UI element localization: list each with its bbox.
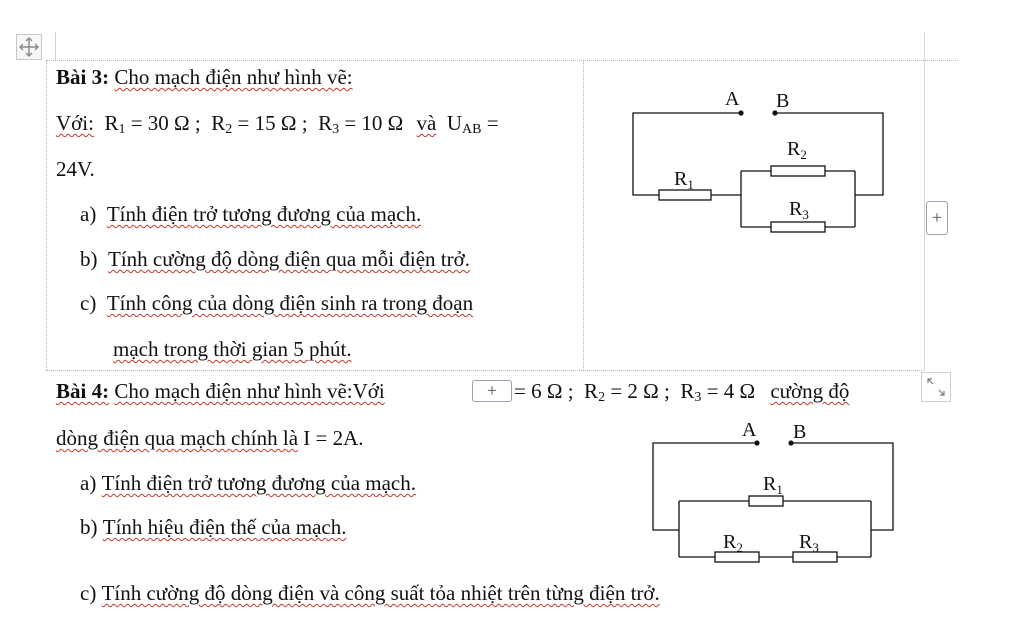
bai3-item-c: c) Tính công của dòng điện sinh ra trong… xyxy=(80,291,474,315)
bai3-node-a: A xyxy=(725,88,740,110)
bai4-r3: R3 = 4 Ω xyxy=(680,379,756,405)
bai3-heading: Bài 3: Cho mạch điện như hình vẽ: xyxy=(56,64,353,90)
bai3-node-b-dot xyxy=(772,110,778,116)
bai3-uab: UAB = xyxy=(446,111,499,137)
resize-arrows-icon xyxy=(927,378,945,396)
table-left-border xyxy=(46,60,47,370)
bai3-intro: Cho mạch điện như hình vẽ: xyxy=(114,65,353,89)
bai4-r3-label: R3 xyxy=(799,531,819,555)
table-mid-border xyxy=(583,60,584,370)
bai4-values: = 6 Ω ; R2 = 2 Ω ; R3 = 4 Ω cường độ xyxy=(514,378,850,405)
bai4-item-a: a) Tính điện trở tương đương của mạch. xyxy=(80,471,417,495)
bai4-node-a: A xyxy=(742,419,757,441)
bai3-r3: R3 = 10 Ω xyxy=(318,111,404,137)
move-arrows-icon xyxy=(19,37,39,57)
bai3-r1: R1 = 30 Ω ; xyxy=(104,111,201,137)
bai3-voltage: 24V. xyxy=(56,157,95,181)
bai4-r2: R2 = 2 Ω ; xyxy=(584,379,670,405)
bai4-node-b: B xyxy=(793,421,806,443)
table-bottom-border xyxy=(46,370,924,371)
bai3-r3-label: R3 xyxy=(789,198,809,222)
bai3-circuit-diagram: A B R1 R2 R3 xyxy=(632,88,884,233)
bai3-r3-resistor xyxy=(770,221,826,233)
bai3-given-prefix: Với: xyxy=(56,111,94,135)
bai4-item-b: b) Tính hiệu điện thế của mạch. xyxy=(80,515,347,539)
page-margin-line xyxy=(55,32,56,60)
table-top-border xyxy=(46,60,958,61)
bai4-item-c: c) Tính cường độ dòng điện và công suất … xyxy=(80,581,660,605)
table-move-handle[interactable] xyxy=(16,34,42,60)
bai3-node-a-dot xyxy=(738,110,744,116)
bai4-r1-resistor xyxy=(748,495,784,507)
bai3-item-b: b) Tính cường độ dòng điện qua mỗi điện … xyxy=(80,247,470,271)
bai4-current: I = 2A. xyxy=(303,426,364,450)
add-row-button[interactable]: + xyxy=(472,380,512,402)
bai4-line2: dòng điện qua mạch chính là I = 2A. xyxy=(56,425,364,451)
add-column-button[interactable]: + xyxy=(926,201,948,235)
bai3-title: Bài 3: xyxy=(56,65,110,89)
table-right-border xyxy=(924,32,925,370)
bai4-heading: Bài 4: Cho mạch điện như hình vẽ:Với xyxy=(56,378,385,404)
bai3-r2-label: R2 xyxy=(787,138,807,162)
bai3-r1-label: R1 xyxy=(674,168,694,192)
bai3-and-word: và xyxy=(416,111,437,135)
bai4-r2-label: R2 xyxy=(723,531,743,555)
bai4-title: Bài 4: xyxy=(56,379,110,403)
bai4-circuit-diagram: A B R1 R2 R3 xyxy=(652,419,894,563)
bai3-r2: R2 = 15 Ω ; xyxy=(211,111,308,137)
bai4-intro: Cho mạch điện như hình vẽ:Với xyxy=(114,379,385,403)
bai3-given-line: Với: R1 = 30 Ω ; R2 = 15 Ω ; R3 = 10 Ω v… xyxy=(56,110,499,137)
bai4-tail: cường độ xyxy=(770,379,850,403)
bai4-node-b-dot xyxy=(788,440,794,446)
bai3-item-c-cont: mạch trong thời gian 5 phút. xyxy=(113,337,352,361)
bai4-r1-label: R1 xyxy=(763,473,783,497)
bai3-item-a: a) Tính điện trở tương đương của mạch. xyxy=(80,202,422,226)
bai3-r1-resistor xyxy=(658,189,712,201)
bai3-node-b: B xyxy=(776,90,789,112)
bai4-node-a-dot xyxy=(754,440,760,446)
bai3-r2-resistor xyxy=(770,165,826,177)
bai4-line2-text: dòng điện qua mạch chính là xyxy=(56,426,299,450)
bai4-r1-tail: = 6 Ω ; xyxy=(514,379,574,403)
table-resize-handle[interactable] xyxy=(921,372,951,402)
